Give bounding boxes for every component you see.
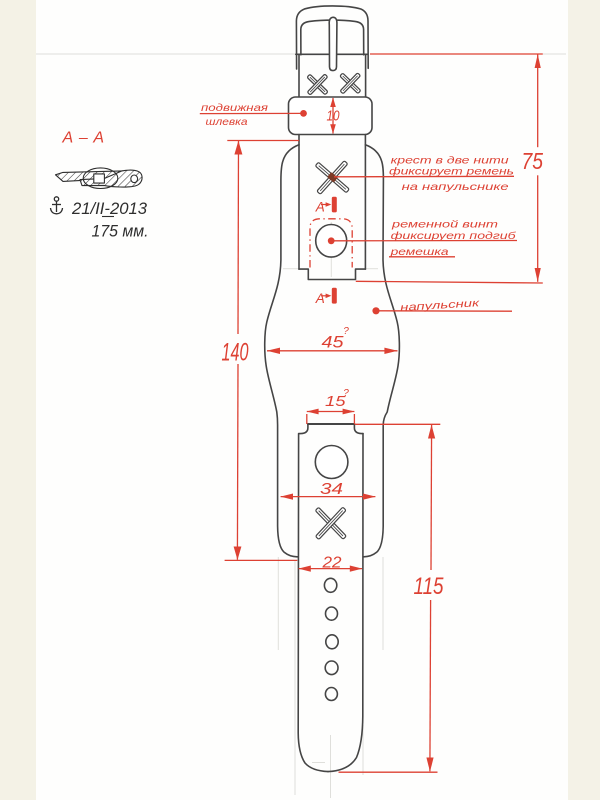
svg-text:175 мм.: 175 мм.	[92, 222, 149, 241]
svg-text:подвижная: подвижная	[201, 102, 268, 114]
svg-text:?: ?	[343, 326, 349, 337]
svg-text:115: 115	[414, 573, 445, 600]
svg-text:на напульснике: на напульснике	[402, 181, 509, 193]
svg-text:34: 34	[320, 481, 343, 498]
svg-text:крест в две нити: крест в две нити	[391, 155, 509, 167]
svg-text:140: 140	[222, 339, 249, 367]
svg-text:10: 10	[327, 109, 340, 125]
svg-text:ременной винт: ременной винт	[391, 219, 499, 231]
svg-text:75: 75	[522, 148, 544, 174]
svg-text:фиксирует ремень: фиксирует ремень	[389, 166, 514, 178]
svg-text:22: 22	[321, 555, 341, 572]
svg-text:А – А: А – А	[62, 130, 105, 147]
svg-text:шлевка: шлевка	[206, 116, 248, 128]
svg-text:ремешка: ремешка	[389, 246, 449, 258]
svg-text:45: 45	[322, 334, 345, 352]
svg-text:A: A	[315, 200, 325, 215]
svg-text:?: ?	[343, 388, 349, 399]
svg-text:21/II-2013: 21/II-2013	[71, 199, 148, 218]
svg-text:напульсник: напульсник	[400, 297, 481, 314]
svg-text:15: 15	[325, 394, 347, 410]
svg-text:A: A	[315, 291, 325, 306]
svg-text:фиксирует подгиб: фиксирует подгиб	[391, 230, 517, 242]
